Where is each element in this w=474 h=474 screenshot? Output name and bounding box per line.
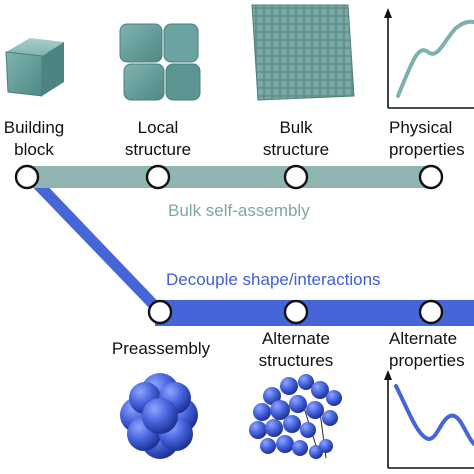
sphere-cluster-icon bbox=[120, 373, 198, 459]
path-label-decouple: Decouple shape/interactions bbox=[166, 270, 381, 289]
stage-label-preassembly: Preassembly bbox=[111, 339, 211, 358]
node-physical-properties bbox=[418, 164, 444, 190]
node-alternate-properties bbox=[418, 299, 444, 325]
rounded-cube-icon bbox=[5, 38, 64, 97]
four-cube-cluster-icon bbox=[119, 23, 201, 101]
rising-curve-plot-icon bbox=[384, 8, 474, 109]
node-bulk-structure bbox=[283, 164, 309, 190]
node-building-block bbox=[14, 164, 40, 190]
falling-curve-plot-icon bbox=[384, 370, 474, 469]
node-local-structure bbox=[145, 164, 171, 190]
node-preassembly bbox=[147, 299, 173, 325]
blue-diagonal-path bbox=[22, 176, 170, 314]
disordered-sphere-network-icon bbox=[249, 374, 342, 459]
path-label-bulk-self-assembly: Bulk self-assembly bbox=[168, 201, 310, 220]
top-path-bar bbox=[27, 166, 432, 188]
cube-lattice-icon bbox=[251, 4, 355, 101]
node-alternate-structures bbox=[283, 299, 309, 325]
